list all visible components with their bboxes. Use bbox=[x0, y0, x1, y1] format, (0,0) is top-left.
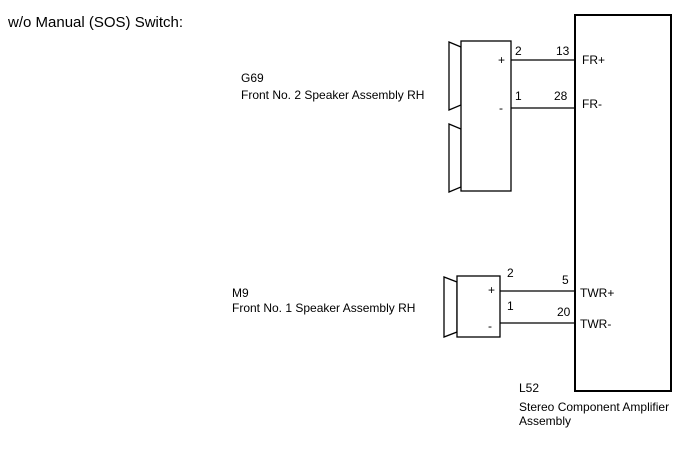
speaker-pin-plus: 2 bbox=[515, 44, 522, 58]
amp-pin-twr-minus: 20 bbox=[557, 305, 571, 319]
amp-pin-twr-plus: 5 bbox=[562, 273, 569, 287]
diagram-title: w/o Manual (SOS) Switch: bbox=[7, 14, 183, 31]
amplifier-l52: L52 Stereo Component Amplifier Assembly … bbox=[519, 14, 672, 428]
speaker-cone-upper bbox=[448, 41, 462, 111]
speaker-pin-plus: 2 bbox=[507, 266, 514, 280]
amp-signal-fr-minus: FR- bbox=[582, 97, 602, 111]
speaker-body bbox=[456, 275, 501, 338]
speaker-code: G69 bbox=[241, 71, 264, 85]
speaker-code: M9 bbox=[232, 286, 249, 300]
speaker-minus-sign: - bbox=[488, 319, 492, 333]
speaker-body bbox=[460, 40, 512, 192]
speaker-name: Front No. 1 Speaker Assembly RH bbox=[232, 301, 415, 315]
speaker-g69: + - 2 1 G69 Front No. 2 Speaker Assembly… bbox=[241, 40, 522, 193]
speaker-plus-sign: + bbox=[488, 283, 495, 297]
amplifier-name-line2: Assembly bbox=[519, 414, 571, 428]
speaker-cone-lower bbox=[448, 123, 462, 193]
speaker-minus-sign: - bbox=[499, 101, 503, 115]
amp-signal-fr-plus: FR+ bbox=[582, 53, 605, 67]
amplifier-body bbox=[574, 14, 672, 392]
amp-pin-fr-minus: 28 bbox=[554, 89, 568, 103]
speaker-pin-minus: 1 bbox=[507, 299, 514, 313]
speaker-pin-minus: 1 bbox=[515, 89, 522, 103]
speaker-plus-sign: + bbox=[498, 53, 505, 67]
speaker-cone bbox=[443, 276, 458, 338]
speaker-name: Front No. 2 Speaker Assembly RH bbox=[241, 88, 424, 102]
amplifier-code: L52 bbox=[519, 381, 539, 395]
speaker-m9: + - 2 1 M9 Front No. 1 Speaker Assembly … bbox=[232, 266, 514, 338]
amp-signal-twr-plus: TWR+ bbox=[580, 286, 614, 300]
amplifier-name-line1: Stereo Component Amplifier bbox=[519, 400, 669, 414]
amp-signal-twr-minus: TWR- bbox=[580, 317, 611, 331]
amp-pin-fr-plus: 13 bbox=[556, 44, 570, 58]
